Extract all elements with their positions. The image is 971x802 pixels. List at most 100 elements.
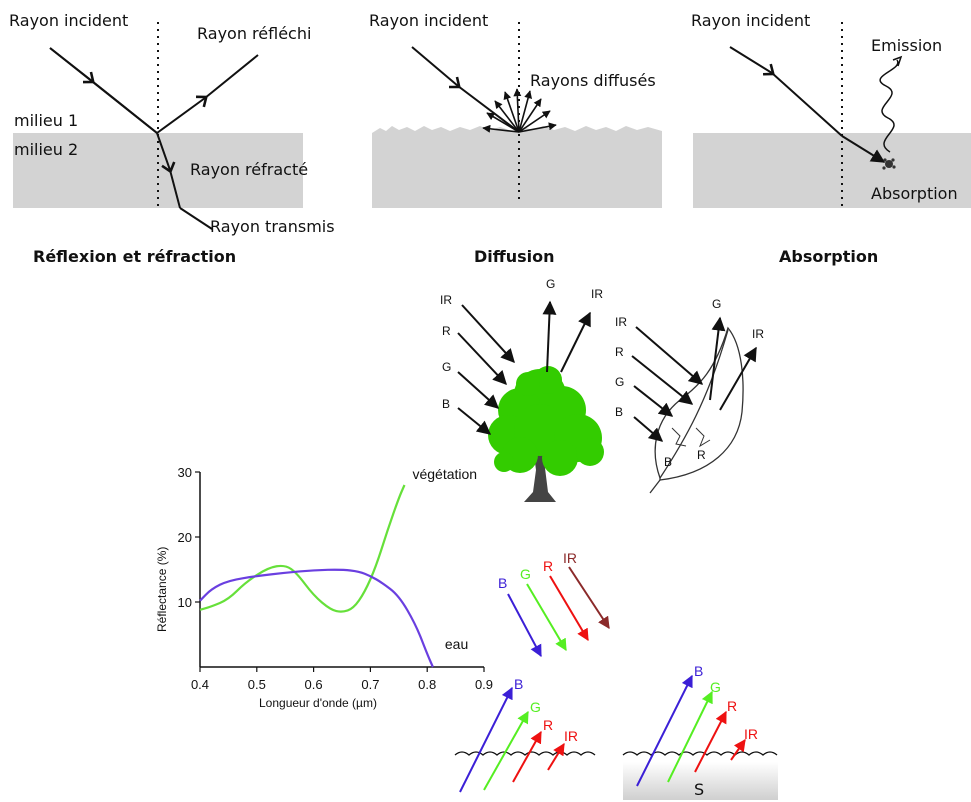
emission-wave xyxy=(879,59,899,153)
leaf-label-b: B xyxy=(615,405,623,419)
water-in-green xyxy=(526,583,567,652)
emission-label: Emission xyxy=(871,36,942,55)
leaf-label-g-out: G xyxy=(712,297,721,311)
reflection-panel: Rayon incident Rayon réfléchi milieu 1 m… xyxy=(9,11,335,266)
leaf-label-r: R xyxy=(615,345,624,359)
shallow-red-ray xyxy=(694,710,727,773)
reflection-incident-label: Rayon incident xyxy=(9,11,128,30)
reflection-title: Réflexion et réfraction xyxy=(33,247,236,266)
chart-series-label-eau: eau xyxy=(445,636,468,652)
leaf-inner-b: B xyxy=(664,455,672,469)
absorbed-ray xyxy=(841,135,886,163)
diffusion-incident-label: Rayon incident xyxy=(369,11,488,30)
chart-y-tick-label: 20 xyxy=(178,530,192,545)
tree-b-in xyxy=(457,407,492,435)
diffusion-incident-ray xyxy=(411,46,520,133)
tree-label-g-out: G xyxy=(546,277,555,291)
absorption-incident-ray xyxy=(729,46,843,137)
leaf-label-ir-out: IR xyxy=(752,327,764,341)
diffused-rays xyxy=(482,88,557,133)
incident-ray-mid xyxy=(49,47,158,134)
leaf-illustration: IR R G B G IR B R xyxy=(615,297,764,494)
shallow-label-b: B xyxy=(694,663,703,679)
deep-label-ir: IR xyxy=(564,728,578,744)
tree-label-b: B xyxy=(442,397,450,411)
chart-x-tick-label: 0.9 xyxy=(475,677,493,692)
deep-blue-ray xyxy=(459,686,513,793)
deep-label-r: R xyxy=(543,717,553,733)
diffusion-title: Diffusion xyxy=(474,247,555,266)
sand-bottom xyxy=(623,762,778,800)
water-incoming-rays: B G R IR xyxy=(498,550,610,658)
chart-x-tick-label: 0.6 xyxy=(305,677,323,692)
water-in-red xyxy=(549,575,589,642)
deep-label-g: G xyxy=(530,699,541,715)
deep-water-surface xyxy=(454,751,596,756)
water-in-blue xyxy=(507,593,542,658)
tree-ir-out xyxy=(560,311,591,373)
refracted-ray xyxy=(156,132,181,209)
absorption-incident-label: Rayon incident xyxy=(691,11,810,30)
transmitted-ray xyxy=(179,207,213,230)
tree-label-r: R xyxy=(442,324,451,338)
leaf-g-out xyxy=(709,316,726,401)
shallow-label-r: R xyxy=(727,698,737,714)
chart-series-vegetation xyxy=(199,484,406,613)
deep-water-scene: B G R IR xyxy=(454,676,596,793)
medium-2-label: milieu 2 xyxy=(14,140,78,159)
water-in-label-b: B xyxy=(498,575,507,591)
deep-red-ray xyxy=(512,730,542,783)
leaf-g-in xyxy=(633,385,674,417)
tree-ir-in xyxy=(461,304,515,364)
tree-g-out xyxy=(542,300,557,373)
reflected-label: Rayon réfléchi xyxy=(197,24,311,43)
chart-y-tick-label: 10 xyxy=(178,595,192,610)
chart-series-label-vegetation: végétation xyxy=(412,466,477,482)
water-in-label-ir: IR xyxy=(563,550,577,566)
tree-trunk xyxy=(524,440,556,502)
water-in-label-r: R xyxy=(543,558,553,574)
chart-x-tick-label: 0.7 xyxy=(361,677,379,692)
leaf-ir-in xyxy=(635,326,704,385)
rough-surface-block xyxy=(372,126,662,208)
tree-label-ir-out: IR xyxy=(591,287,603,301)
chart-y-tick-label: 30 xyxy=(178,465,192,480)
water-in-label-g: G xyxy=(520,566,531,582)
leaf-label-g: G xyxy=(615,375,624,389)
absorption-label: Absorption xyxy=(871,184,958,203)
shallow-water-surface xyxy=(622,751,778,756)
tree-g-in xyxy=(457,371,500,409)
diffused-label: Rayons diffusés xyxy=(530,71,656,90)
medium-1-label: milieu 1 xyxy=(14,111,78,130)
leaf-midrib xyxy=(659,329,729,479)
leaf-inner-r: R xyxy=(697,448,706,462)
sand-label: S xyxy=(694,780,704,799)
reflected-ray xyxy=(156,54,259,134)
chart-x-tick-label: 0.4 xyxy=(191,677,209,692)
leaf-b-in xyxy=(633,416,664,442)
chart-x-tick-label: 0.8 xyxy=(418,677,436,692)
transmitted-label: Rayon transmis xyxy=(210,217,335,236)
tree-label-ir: IR xyxy=(440,293,452,307)
shallow-water-scene: B G R IR S xyxy=(622,663,778,800)
leaf-label-ir: IR xyxy=(615,315,627,329)
shallow-green-ray xyxy=(667,690,713,783)
shallow-blue-ray xyxy=(636,674,693,787)
shallow-label-g: G xyxy=(710,679,721,695)
diffusion-panel: Rayon incident Rayons diffusés Diffusion xyxy=(369,11,662,266)
deep-green-ray xyxy=(483,710,529,791)
chart-x-tick-label: 0.5 xyxy=(248,677,266,692)
absorption-panel: Rayon incident Emission Absorption Absor… xyxy=(691,11,971,266)
water-in-ir xyxy=(568,566,610,630)
leaf-stem xyxy=(649,479,661,494)
deep-ir-ray xyxy=(547,742,565,771)
shallow-label-ir: IR xyxy=(744,726,758,742)
tree-crown xyxy=(488,366,604,476)
leaf-r-in xyxy=(631,355,694,405)
emission-arrowhead xyxy=(892,55,903,67)
absorption-spot-icon xyxy=(882,158,896,170)
leaf-ir-out xyxy=(719,346,757,411)
chart-y-label: Réflectance (%) xyxy=(155,547,169,632)
